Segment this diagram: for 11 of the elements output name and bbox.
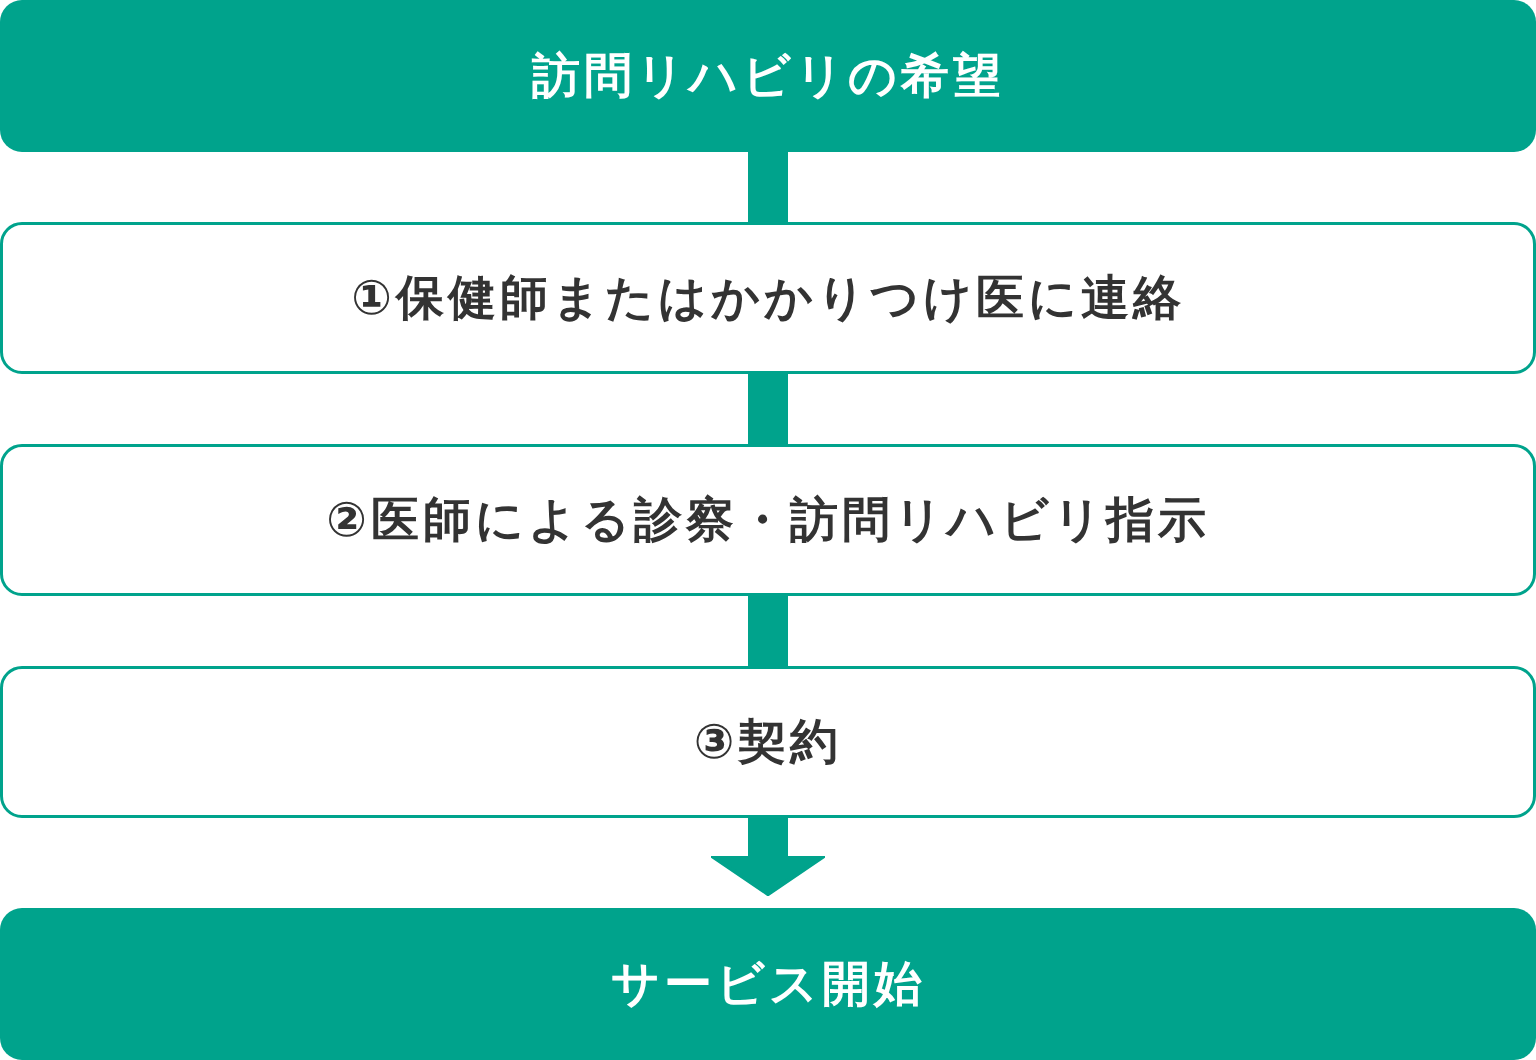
step-label: ②医師による診察・訪問リハビリ指示: [326, 490, 1210, 549]
header-box: [0, 908, 1536, 1060]
header-box: [0, 0, 1536, 152]
step-box: [0, 444, 1536, 596]
step-label: ③契約: [693, 712, 843, 771]
step-label: ①保健師またはかかりつけ医に連絡: [351, 268, 1185, 327]
flow-arrow: [710, 818, 826, 896]
step-box: [0, 666, 1536, 818]
step-box: [0, 222, 1536, 374]
step-label: サービス開始: [610, 954, 926, 1013]
step-label: 訪問リハビリの希望: [531, 46, 1005, 105]
